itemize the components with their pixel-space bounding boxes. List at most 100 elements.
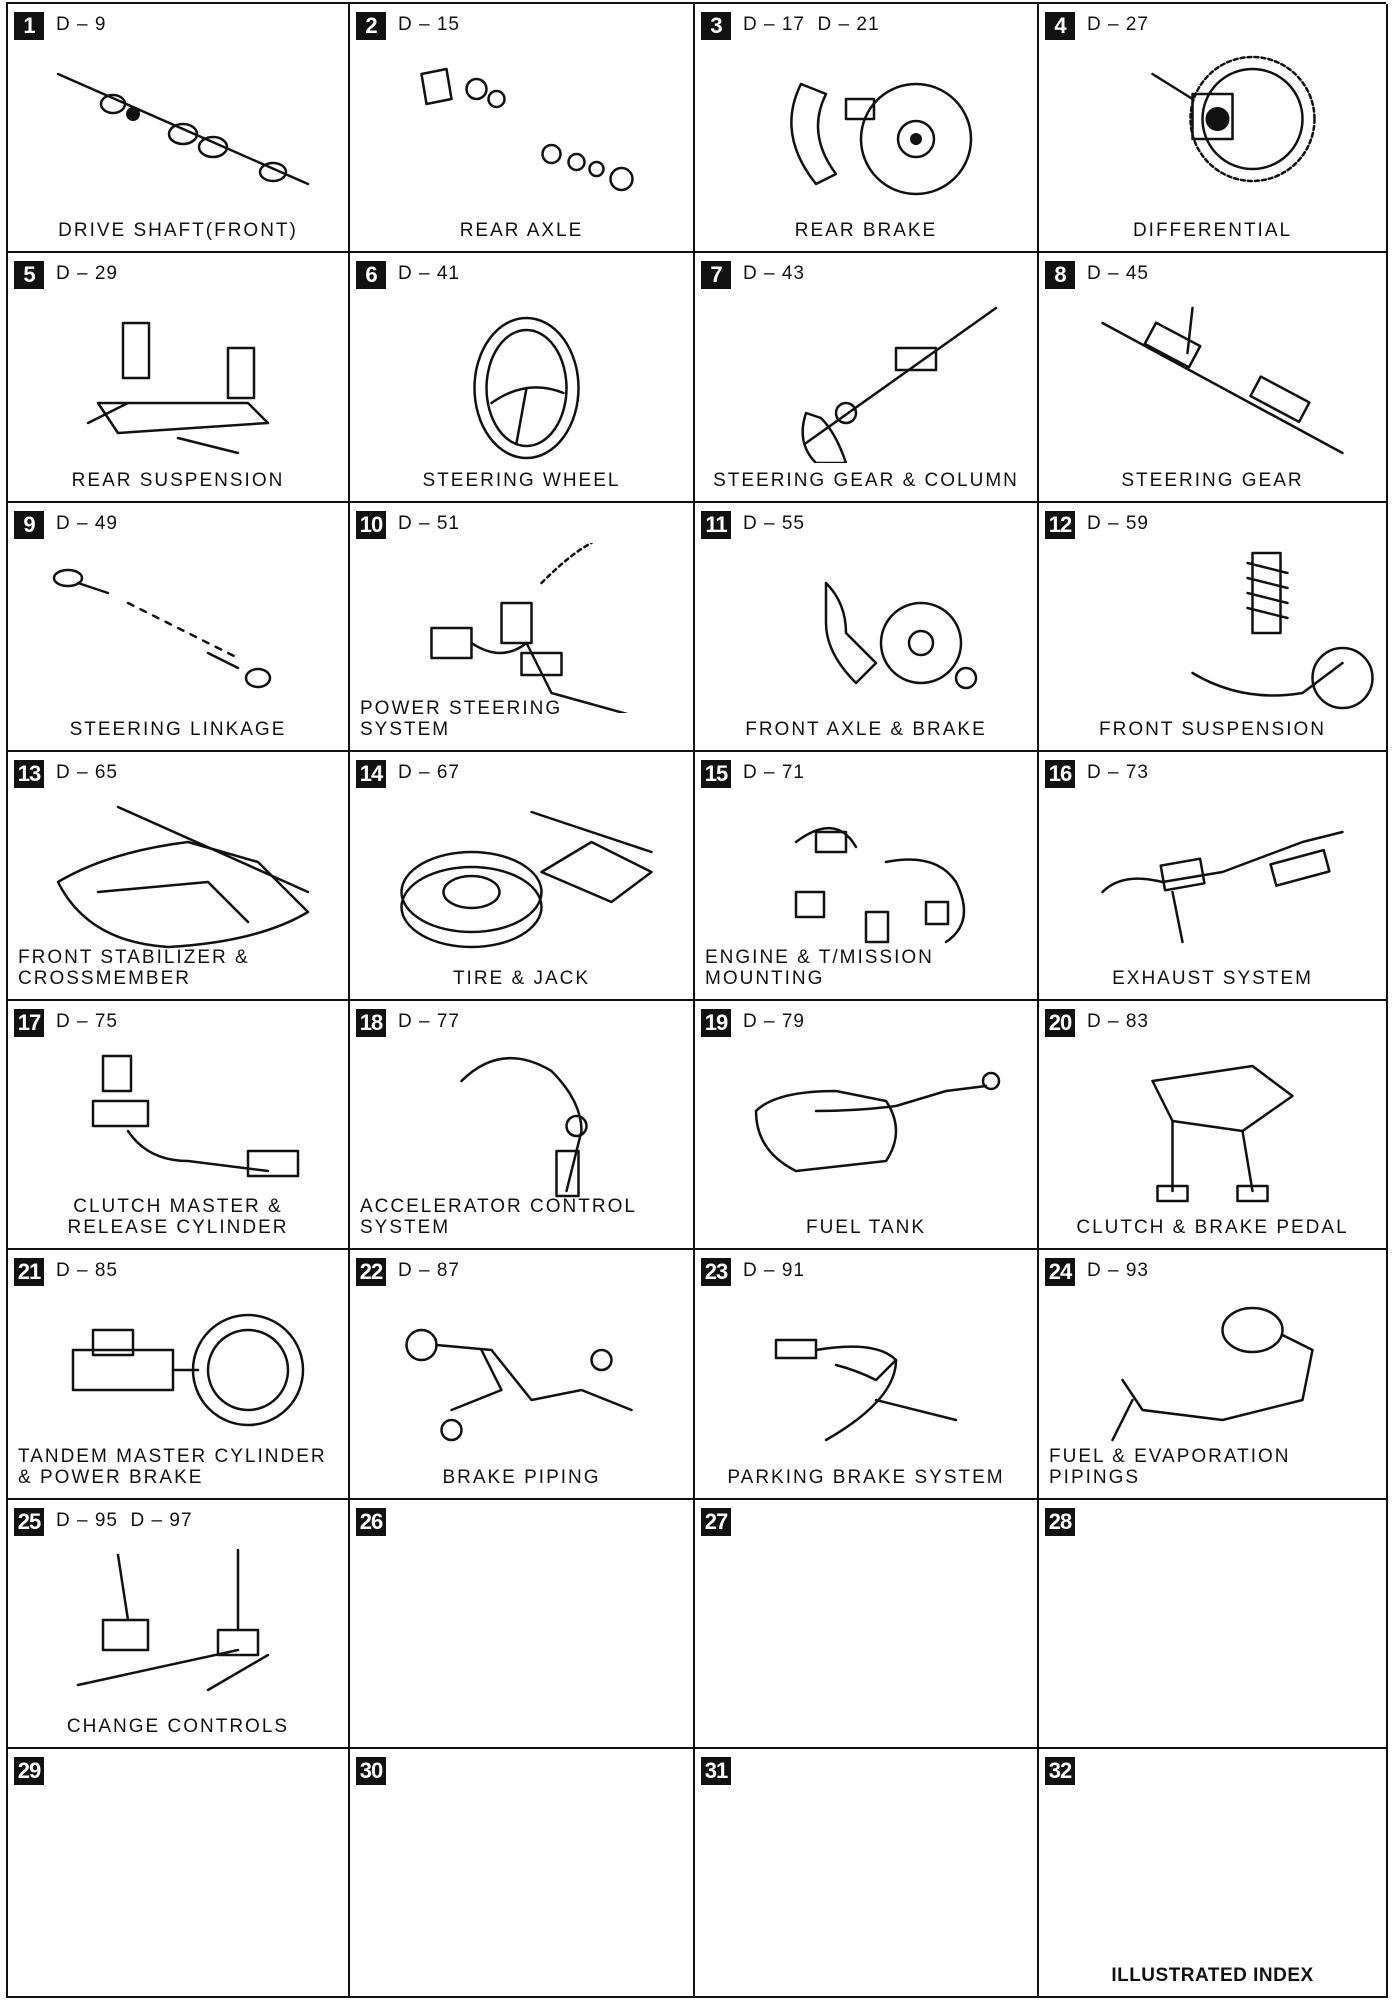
parking-brake-icon	[695, 1290, 1037, 1460]
page-reference: D – 27	[1087, 14, 1149, 35]
section-number: 11	[701, 510, 731, 539]
page-reference: D – 65	[56, 761, 118, 783]
section-caption: DRIVE SHAFT(FRONT)	[58, 220, 298, 242]
page-reference: D – 17 D – 21	[743, 14, 880, 35]
index-cell-20[interactable]: 20 D – 83 CLUTCH & BRAKE PEDAL	[1039, 1001, 1388, 1251]
section-number: 9	[14, 510, 44, 539]
page-reference: D – 85	[56, 1260, 118, 1282]
page-reference: D – 55	[743, 512, 805, 534]
section-caption: FUEL TANK	[805, 1217, 927, 1239]
page-reference: D – 75	[56, 1011, 118, 1032]
section-caption: ENGINE & T/MISSION MOUNTING	[705, 947, 934, 989]
index-cell-5[interactable]: 5 D – 29 REAR SUSPENSION	[8, 253, 350, 503]
section-number: 8	[1045, 261, 1075, 290]
index-cell-7[interactable]: 7 D – 43 STEERING GEAR & COLUMN	[695, 253, 1039, 503]
page-reference: D – 29	[56, 263, 118, 285]
index-cell-11[interactable]: 11 D – 55 FRONT AXLE & BRAKE	[695, 502, 1039, 752]
section-caption: STEERING GEAR	[1121, 469, 1304, 491]
page-reference: D – 91	[743, 1260, 805, 1282]
index-cell-8[interactable]: 8 D – 45 STEERING GEAR	[1039, 253, 1388, 503]
fuel-tank-icon	[695, 1041, 1037, 1211]
index-cell-31[interactable]: 31	[695, 1748, 1039, 1998]
index-cell-18[interactable]: 18 D – 77 ACCELERATOR CONTROL SYSTEM	[350, 1001, 695, 1251]
index-cell-19[interactable]: 19 D – 79 FUEL TANK	[695, 1001, 1039, 1251]
index-cell-4[interactable]: 4 D – 27 DIFFERENTIAL	[1039, 4, 1388, 254]
section-caption: FUEL & EVAPORATION PIPINGS	[1049, 1445, 1291, 1488]
page-reference: D – 79	[743, 1011, 805, 1032]
page-reference: D – 59	[1087, 512, 1149, 534]
exhaust-icon	[1039, 792, 1386, 962]
section-number: 14	[356, 759, 386, 788]
tire-jack-icon	[350, 792, 693, 962]
section-number: 4	[1045, 12, 1075, 40]
index-cell-28[interactable]: 28	[1039, 1499, 1388, 1749]
page-reference: D – 77	[398, 1011, 460, 1032]
brake-piping-icon	[350, 1290, 693, 1460]
rear-suspension-icon	[8, 293, 348, 463]
section-number: 2	[356, 12, 386, 40]
section-caption: POWER STEERING SYSTEM	[360, 697, 563, 740]
section-number: 31	[701, 1756, 731, 1785]
index-cell-24[interactable]: 24 D – 93 FUEL & EVAPORATION PIPINGS	[1039, 1250, 1388, 1500]
index-cell-25[interactable]: 25 D – 95 D – 97 CHANGE CONTROLS	[8, 1499, 350, 1749]
index-cell-30[interactable]: 30	[350, 1748, 695, 1998]
steering-column-icon	[695, 293, 1037, 465]
section-number: 5	[14, 261, 44, 290]
page-reference: D – 9	[56, 14, 107, 35]
index-cell-15[interactable]: 15 D – 71 ENGINE & T/MISSION MOUNTING	[695, 751, 1039, 1001]
section-caption: STEERING LINKAGE	[69, 718, 287, 740]
index-cell-14[interactable]: 14 D – 67 TIRE & JACK	[350, 751, 695, 1001]
index-cell-22[interactable]: 22 D – 87 BRAKE PIPING	[350, 1250, 695, 1500]
section-caption: FRONT STABILIZER & CROSSMEMBER	[18, 947, 250, 989]
index-cell-2[interactable]: 2 D – 15 REAR AXLE	[350, 4, 695, 254]
index-cell-27[interactable]: 27	[695, 1499, 1039, 1749]
accelerator-icon	[350, 1041, 693, 1211]
pedal-icon	[1039, 1041, 1386, 1211]
rear-axle-icon	[350, 44, 693, 214]
index-cell-13[interactable]: 13 D – 65 FRONT STABILIZER & CROSSMEMBER	[8, 751, 350, 1001]
section-number: 16	[1045, 759, 1075, 788]
front-suspension-icon	[1039, 543, 1386, 713]
section-number: 30	[356, 1756, 386, 1785]
section-number: 22	[356, 1258, 386, 1287]
section-caption: EXHAUST SYSTEM	[1112, 968, 1313, 989]
index-cell-12[interactable]: 12 D – 59 FRONT SUSPENSION	[1039, 502, 1388, 752]
section-number: 21	[14, 1258, 44, 1287]
section-caption: ACCELERATOR CONTROL SYSTEM	[360, 1196, 637, 1239]
index-cell-16[interactable]: 16 D – 73 EXHAUST SYSTEM	[1039, 751, 1388, 1001]
page-reference: D – 43	[743, 263, 805, 285]
master-cylinder-icon	[8, 1290, 348, 1460]
index-cell-1[interactable]: 1 D – 9 DRIVE SHAFT(FRONT)	[8, 4, 350, 254]
section-number: 3	[701, 12, 731, 40]
section-caption: ILLUSTRATED INDEX	[1111, 1965, 1314, 1986]
section-caption: CLUTCH MASTER & RELEASE CYLINDER	[67, 1196, 289, 1239]
page-reference: D – 51	[398, 512, 460, 534]
page-reference: D – 73	[1087, 761, 1149, 783]
section-caption: CLUTCH & BRAKE PEDAL	[1076, 1217, 1349, 1239]
section-number: 25	[14, 1507, 44, 1536]
clutch-cylinder-icon	[8, 1041, 348, 1211]
page-reference: D – 93	[1087, 1260, 1149, 1282]
page-reference: D – 83	[1087, 1011, 1149, 1032]
section-number: 15	[701, 759, 731, 788]
section-number: 24	[1045, 1258, 1075, 1287]
index-cell-21[interactable]: 21 D – 85 TANDEM MASTER CYLINDER & POWER…	[8, 1250, 350, 1500]
section-number: 26	[356, 1507, 386, 1536]
steering-linkage-icon	[8, 543, 348, 713]
section-caption: BRAKE PIPING	[442, 1466, 601, 1488]
section-number: 18	[356, 1009, 386, 1037]
page-reference: D – 41	[398, 263, 460, 285]
index-cell-26[interactable]: 26	[350, 1499, 695, 1749]
index-cell-6[interactable]: 6 D – 41 STEERING WHEEL	[350, 253, 695, 503]
index-cell-32[interactable]: 32 ILLUSTRATED INDEX	[1039, 1748, 1388, 1998]
section-caption: FRONT AXLE & BRAKE	[745, 718, 987, 740]
index-cell-29[interactable]: 29	[8, 1748, 350, 1998]
index-cell-3[interactable]: 3 D – 17 D – 21 REAR BRAKE	[695, 4, 1039, 254]
index-cell-17[interactable]: 17 D – 75 CLUTCH MASTER & RELEASE CYLIND…	[8, 1001, 350, 1251]
section-number: 1	[14, 12, 44, 40]
steering-gear-icon	[1039, 293, 1386, 463]
index-cell-10[interactable]: 10 D – 51 POWER STEERING SYSTEM	[350, 502, 695, 752]
page-reference: D – 45	[1087, 263, 1149, 285]
index-cell-23[interactable]: 23 D – 91 PARKING BRAKE SYSTEM	[695, 1250, 1039, 1500]
index-cell-9[interactable]: 9 D – 49 STEERING LINKAGE	[8, 502, 350, 752]
